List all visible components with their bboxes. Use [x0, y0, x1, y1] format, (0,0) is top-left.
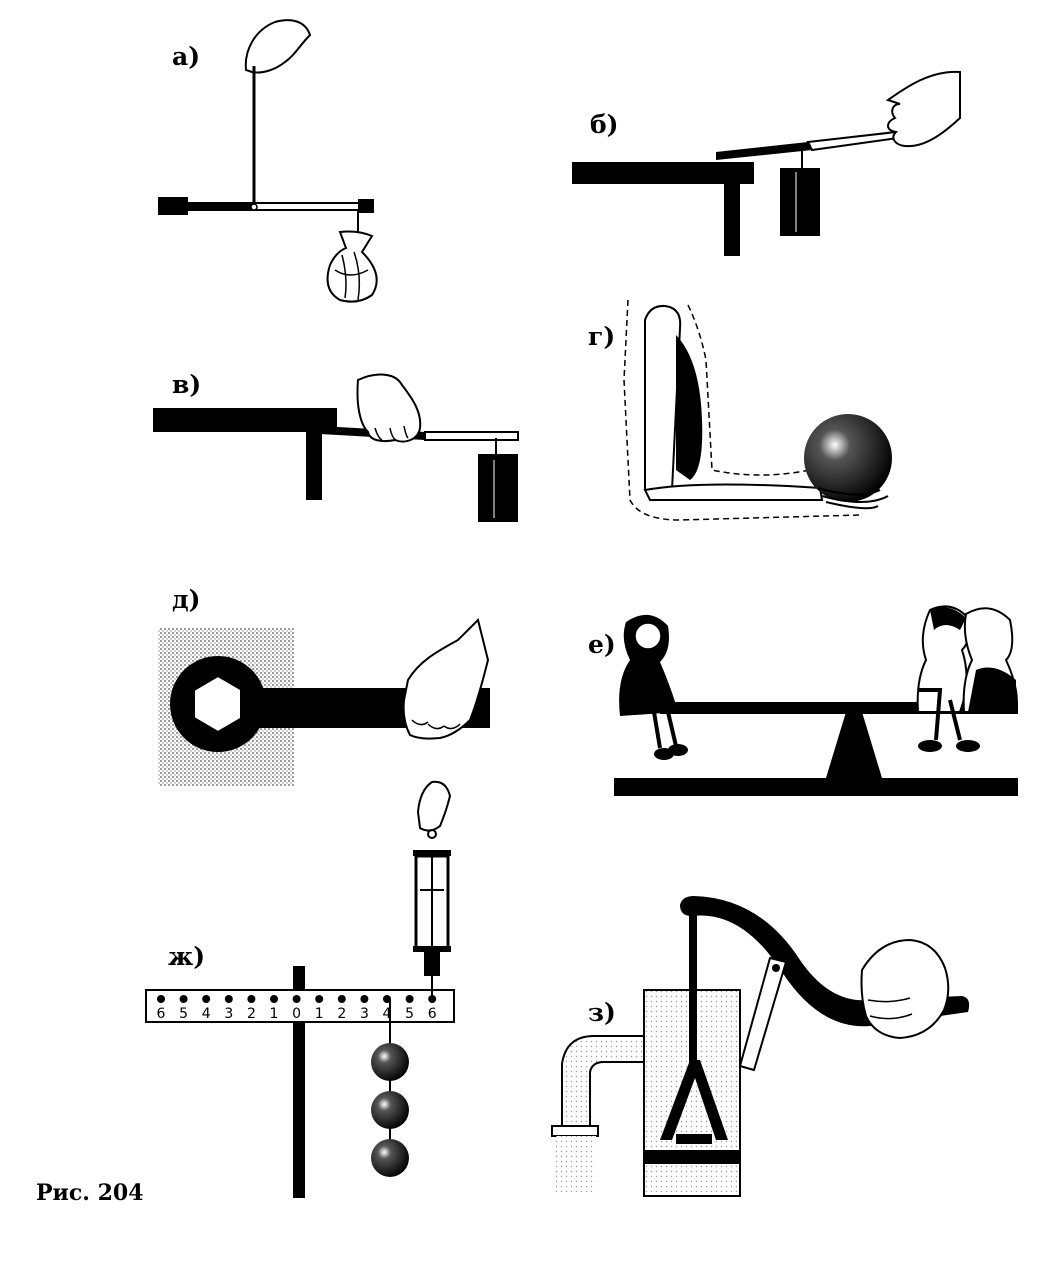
panel-label-g: г) — [588, 322, 616, 351]
figure-caption: Рис. 204 — [36, 1180, 144, 1206]
panel-label-d: д) — [172, 585, 201, 614]
scale-peg — [179, 995, 188, 1003]
hand-icon-v — [356, 373, 422, 443]
scale-label: 2 — [337, 1006, 346, 1022]
panel-label-a: а) — [172, 42, 201, 71]
scale-label: 3 — [224, 1006, 233, 1022]
scale-peg — [360, 995, 369, 1003]
panel-label-b: б) — [590, 110, 619, 139]
panel-label-v: в) — [172, 370, 202, 399]
scale-label: 6 — [157, 1006, 166, 1022]
scale-label: 3 — [360, 1006, 369, 1022]
scale-label: 1 — [315, 1006, 324, 1022]
panel-a-drawing — [158, 19, 378, 303]
scale-peg — [292, 995, 301, 1003]
panel-b-drawing — [572, 70, 961, 256]
panel-label-z: з) — [588, 998, 616, 1027]
hand-icon-z — [860, 938, 950, 1040]
panel-v-drawing — [153, 373, 519, 522]
hand-icon-d — [402, 618, 490, 740]
scale-label: 6 — [428, 1006, 437, 1022]
scale-peg — [224, 995, 233, 1003]
scale-peg — [157, 995, 165, 1003]
panel-d-drawing — [158, 618, 490, 786]
scale-peg — [202, 995, 211, 1003]
hand-icon-b — [885, 70, 961, 148]
scale-peg — [337, 995, 346, 1003]
scale-label: 1 — [270, 1006, 279, 1022]
panel-z-drawing — [551, 896, 970, 1197]
scale-peg — [428, 995, 437, 1003]
hand-icon — [244, 19, 312, 74]
scale-label: 0 — [292, 1006, 301, 1022]
scale-peg — [315, 995, 324, 1003]
scale-label: 4 — [383, 1006, 392, 1022]
panel-g-drawing — [623, 299, 892, 521]
panel-label-e: е) — [588, 630, 616, 659]
panel-label-zh: ж) — [168, 942, 206, 971]
scale-peg — [247, 995, 256, 1003]
scale-label: 4 — [202, 1006, 211, 1022]
scale-label: 5 — [405, 1006, 414, 1022]
scale-label: 5 — [179, 1006, 188, 1022]
scale-label: 2 — [247, 1006, 256, 1022]
scale-peg — [405, 995, 414, 1003]
scale-peg — [270, 995, 278, 1003]
hand-icon-zh — [416, 780, 452, 832]
panel-e-drawing — [614, 605, 1018, 796]
